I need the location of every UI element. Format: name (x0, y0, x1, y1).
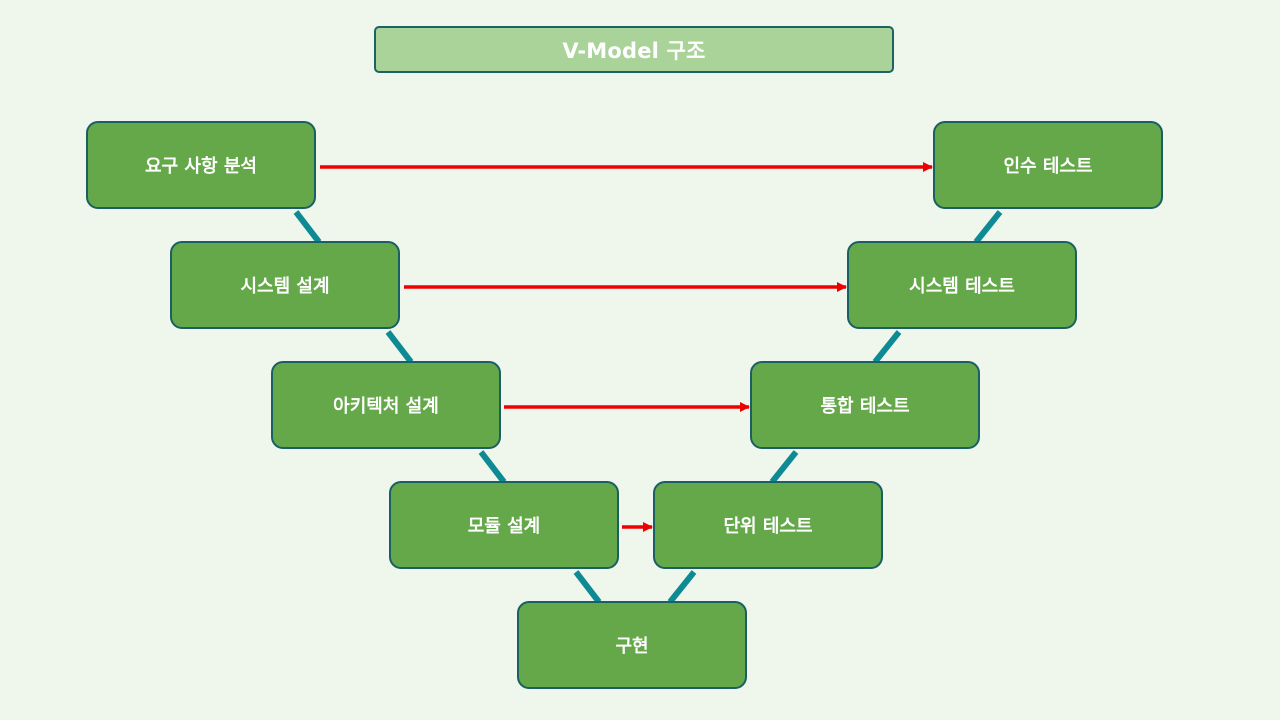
node-system-test: 시스템 테스트 (847, 241, 1077, 329)
node-system-design: 시스템 설계 (170, 241, 400, 329)
v-line-right-2 (872, 330, 902, 364)
node-architecture-design: 아키텍처 설계 (271, 361, 501, 449)
diagram-title: V-Model 구조 (374, 26, 894, 73)
node-requirements-analysis: 요구 사항 분석 (86, 121, 316, 209)
v-line-left-1 (293, 210, 322, 244)
v-line-right-4 (667, 570, 697, 604)
node-acceptance-test: 인수 테스트 (933, 121, 1163, 209)
node-implementation: 구현 (517, 601, 747, 689)
v-line-left-2 (385, 330, 414, 364)
node-module-design: 모듈 설계 (389, 481, 619, 569)
v-line-left-4 (573, 570, 602, 604)
v-line-left-3 (478, 450, 507, 484)
v-line-right-3 (769, 450, 799, 484)
node-unit-test: 단위 테스트 (653, 481, 883, 569)
node-integration-test: 통합 테스트 (750, 361, 980, 449)
v-line-right-1 (973, 210, 1003, 244)
